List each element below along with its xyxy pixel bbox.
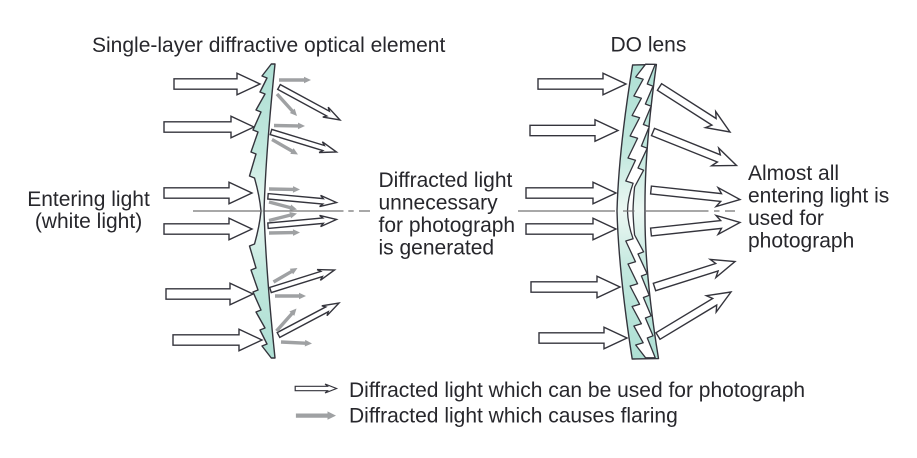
svg-text:used for: used for [748,207,824,230]
svg-text:Diffracted light which causes: Diffracted light which causes flaring [349,405,678,428]
svg-text:photograph: photograph [748,230,854,253]
svg-text:DO lens: DO lens [611,34,687,57]
svg-text:Almost all: Almost all [748,162,839,185]
svg-text:Entering light: Entering light [27,188,150,211]
svg-text:Diffracted light: Diffracted light [379,169,513,192]
svg-text:Diffracted light which can be: Diffracted light which can be used for p… [349,379,805,402]
svg-text:entering light is: entering light is [748,185,889,208]
svg-text:is generated: is generated [379,237,495,260]
svg-text:(white light): (white light) [35,210,142,233]
svg-text:Single-layer diffractive optic: Single-layer diffractive optical element [92,34,445,57]
svg-text:unnecessary: unnecessary [379,192,499,215]
svg-text:for photograph: for photograph [379,214,516,237]
